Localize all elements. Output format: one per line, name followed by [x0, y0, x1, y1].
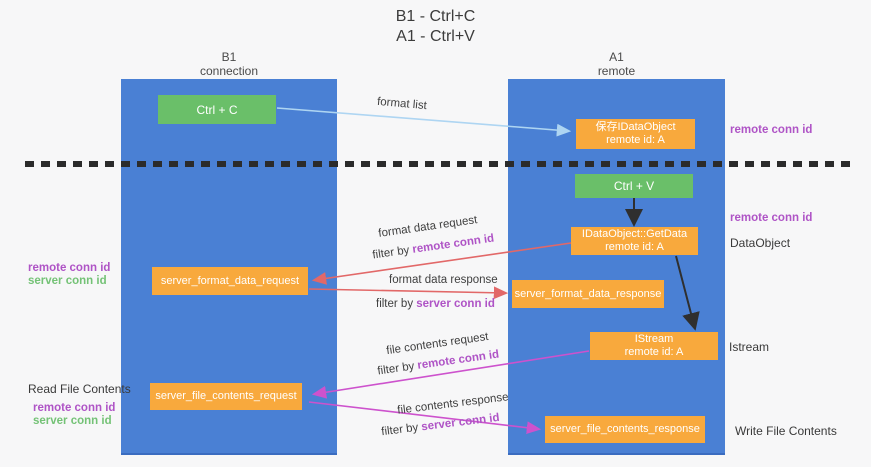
node-server-file-contents-request: server_file_contents_request	[150, 383, 302, 410]
title-line-2: A1 - Ctrl+V	[396, 28, 475, 45]
node-ctrl-c-label: Ctrl + C	[196, 102, 238, 117]
annotation-left-server-conn-id-1: server conn id	[28, 275, 107, 287]
node-server-format-data-request: server_format_data_request	[152, 267, 308, 295]
edge-format-data-response	[308, 286, 509, 300]
node-server-format-data-request-label: server_format_data_request	[160, 274, 300, 287]
edge-file-contents-response	[308, 401, 542, 435]
annotation-write-file-contents: Write File Contents	[735, 424, 837, 438]
node-save-idataobject-line2: remote id: A	[606, 134, 665, 146]
lane-b1-name: B1	[221, 50, 237, 64]
edge-file-contents-request	[311, 350, 590, 399]
edge-format-data-request	[311, 242, 572, 285]
edge-format-list	[276, 107, 572, 137]
annotation-left-server-conn-id-2: server conn id	[33, 415, 112, 427]
node-server-format-data-response-label: server_format_data_response	[514, 287, 662, 300]
label-filter-by-server-conn-id-1: filter by server conn id	[376, 298, 495, 310]
edge-getdata-to-istream	[675, 255, 700, 331]
annotation-read-file-contents: Read File Contents	[28, 382, 131, 396]
node-server-file-contents-response: server_file_contents_response	[545, 416, 705, 443]
node-ctrl-v: Ctrl + V	[575, 174, 693, 198]
lane-a1-role: remote	[597, 64, 636, 78]
annotation-remote-conn-id-mid: remote conn id	[730, 212, 813, 224]
lane-b1-role: connection	[199, 64, 259, 78]
lane-header-a1: A1 remote	[508, 50, 725, 78]
node-ctrl-c: Ctrl + C	[158, 95, 276, 124]
node-getdata-line1: IDataObject::GetData	[581, 228, 688, 240]
node-istream: IStream remote id: A	[590, 332, 718, 360]
diagram-title: B1 - Ctrl+C A1 - Ctrl+V	[0, 7, 871, 47]
annotation-istream: Istream	[729, 340, 770, 354]
annotation-remote-conn-id-top: remote conn id	[730, 124, 813, 136]
node-ctrl-v-label: Ctrl + V	[613, 179, 655, 193]
node-istream-line1: IStream	[634, 333, 674, 345]
annotation-left-remote-conn-id-2: remote conn id	[33, 402, 116, 414]
node-server-format-data-response: server_format_data_response	[512, 280, 664, 308]
lane-a1-name: A1	[609, 50, 624, 64]
phase-divider-dashed-line	[25, 161, 850, 167]
lane-header-b1: B1 connection	[121, 50, 337, 78]
node-server-file-contents-request-label: server_file_contents_request	[155, 390, 297, 402]
node-idataobject-getdata: IDataObject::GetData remote id: A	[571, 227, 698, 255]
label-format-data-response: format data response	[389, 274, 498, 286]
annotation-left-remote-conn-id-1: remote conn id	[28, 262, 111, 274]
node-save-idataobject: 保存IDataObject remote id: A	[576, 119, 695, 149]
title-line-1: B1 - Ctrl+C	[395, 8, 476, 25]
node-getdata-line2: remote id: A	[605, 241, 664, 253]
server-conn-id-highlight: server conn id	[416, 298, 495, 310]
node-save-idataobject-line1: 保存IDataObject	[595, 121, 676, 133]
annotation-dataobject: DataObject	[730, 236, 791, 250]
node-server-file-contents-response-label: server_file_contents_response	[550, 423, 700, 435]
node-istream-line2: remote id: A	[624, 346, 684, 358]
